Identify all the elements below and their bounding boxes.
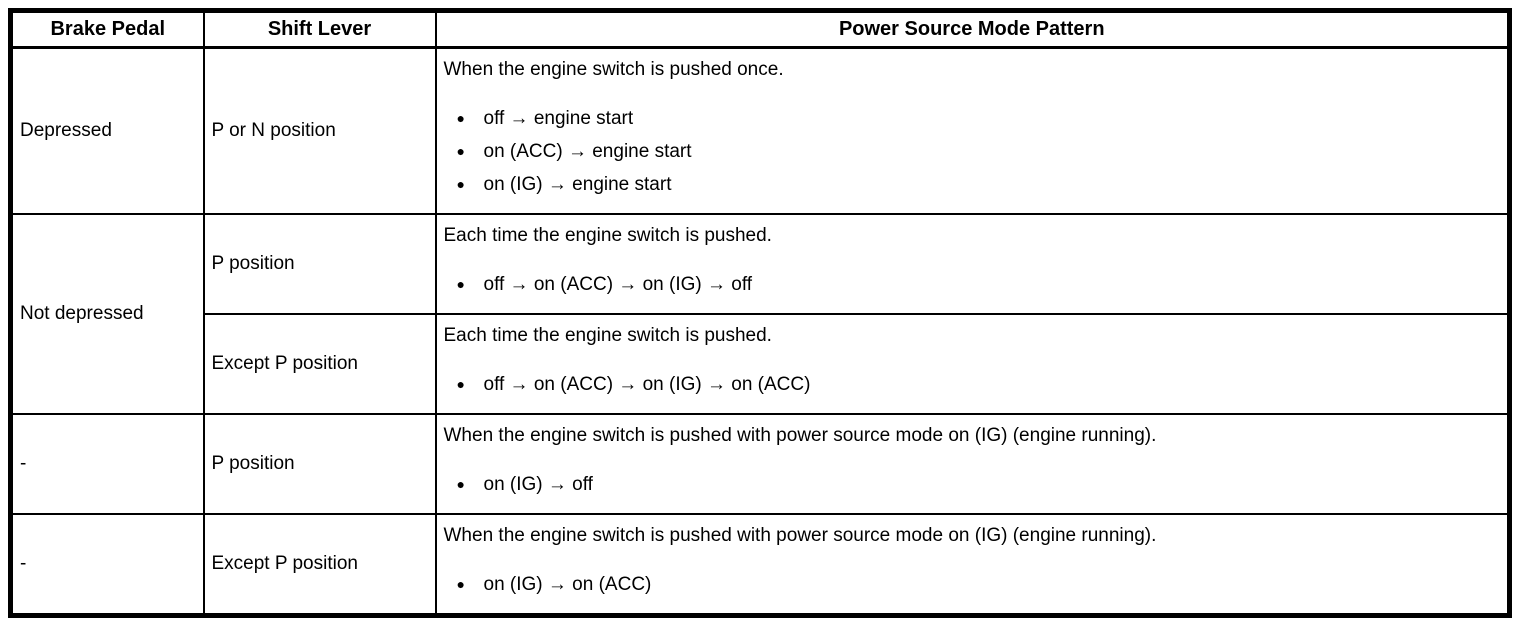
brake-pedal-cell: -	[9, 513, 205, 617]
pattern-cell: When the engine switch is pushed with po…	[434, 513, 1511, 617]
pattern-intro: When the engine switch is pushed with po…	[443, 525, 1157, 546]
pattern-item-list: ● on (IG) → on (ACC)	[444, 574, 1500, 595]
pattern-intro: Each time the engine switch is pushed.	[443, 325, 772, 346]
pattern-item: ● on (ACC) → engine start	[444, 141, 1500, 162]
bullet-icon: ●	[456, 176, 465, 192]
pattern-cell: When the engine switch is pushed with po…	[434, 413, 1511, 515]
bullet-icon: ●	[456, 110, 465, 126]
header-power-source-mode-pattern: Power Source Mode Pattern	[434, 9, 1511, 49]
pattern-intro: When the engine switch is pushed once.	[443, 59, 784, 80]
bullet-icon: ●	[456, 143, 465, 159]
shift-lever-cell: Except P position	[202, 313, 437, 415]
table-row-depressed: Depressed P or N position When the engin…	[9, 46, 1511, 215]
pattern-item: ● off → on (ACC) → on (IG) → on (ACC)	[444, 374, 1500, 395]
shift-lever-cell: Except P position	[202, 513, 437, 617]
pattern-item-text: on (IG) → engine start	[483, 174, 672, 195]
pattern-cell: When the engine switch is pushed once. ●…	[434, 46, 1511, 215]
pattern-item: ● off → engine start	[444, 108, 1500, 129]
table-row-not-depressed-p: Not depressed P position Each time the e…	[9, 213, 1511, 415]
pattern-item-list: ● off → on (ACC) → on (IG) → on (ACC)	[444, 374, 1500, 395]
pattern-item-text: on (ACC) → engine start	[483, 141, 692, 162]
shift-lever-cell: P position	[202, 413, 437, 515]
table-row-dash-except-p: - Except P position When the engine swit…	[9, 513, 1511, 617]
pattern-item-text: on (IG) → off	[483, 474, 593, 495]
shift-lever-cell: P or N position	[202, 46, 437, 215]
bullet-icon: ●	[456, 576, 465, 592]
brake-pedal-cell: -	[9, 413, 205, 515]
table-row-dash-p: - P position When the engine switch is p…	[9, 413, 1511, 515]
shift-lever-cell: P position	[202, 213, 437, 315]
header-row: Brake Pedal Shift Lever Power Source Mod…	[9, 9, 1511, 49]
header-brake-pedal: Brake Pedal	[9, 9, 205, 49]
pattern-item-list: ● off → engine start ● on (ACC) → engine…	[444, 108, 1500, 195]
bullet-icon: ●	[456, 476, 465, 492]
pattern-item: ● on (IG) → off	[444, 474, 1500, 495]
pattern-item-text: off → on (ACC) → on (IG) → on (ACC)	[483, 374, 811, 395]
pattern-cell: Each time the engine switch is pushed. ●…	[434, 213, 1511, 315]
pattern-item: ● on (IG) → on (ACC)	[444, 574, 1500, 595]
power-source-mode-table: Brake Pedal Shift Lever Power Source Mod…	[8, 8, 1512, 618]
pattern-item-list: ● on (IG) → off	[444, 474, 1500, 495]
pattern-item-text: off → on (ACC) → on (IG) → off	[483, 274, 753, 295]
bullet-icon: ●	[456, 276, 465, 292]
table-row-not-depressed-except-p: Except P position Each time the engine s…	[11, 313, 1511, 415]
brake-pedal-cell: Depressed	[9, 46, 205, 215]
pattern-item: ● on (IG) → engine start	[444, 174, 1500, 195]
pattern-item-list: ● off → on (ACC) → on (IG) → off	[444, 274, 1500, 295]
bullet-icon: ●	[456, 376, 465, 392]
pattern-item-text: on (IG) → on (ACC)	[483, 574, 652, 595]
pattern-intro: When the engine switch is pushed with po…	[443, 425, 1157, 446]
header-shift-lever: Shift Lever	[202, 9, 437, 49]
pattern-cell: Each time the engine switch is pushed. ●…	[434, 313, 1511, 415]
pattern-item: ● off → on (ACC) → on (IG) → off	[444, 274, 1500, 295]
brake-pedal-cell: Not depressed	[9, 213, 205, 415]
pattern-item-text: off → engine start	[483, 108, 634, 129]
pattern-intro: Each time the engine switch is pushed.	[443, 225, 772, 246]
